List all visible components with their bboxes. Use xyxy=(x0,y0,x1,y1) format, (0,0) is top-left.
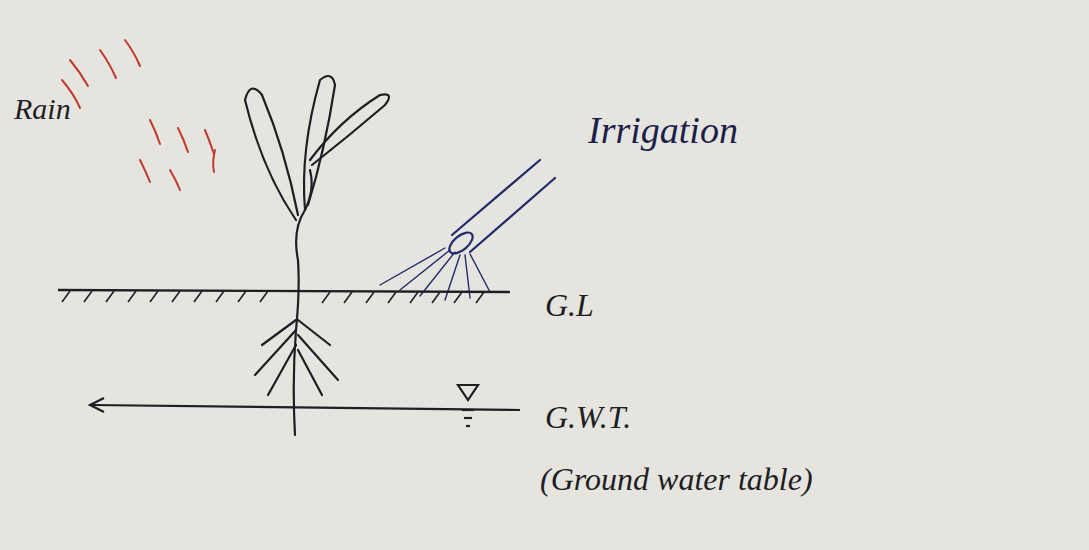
plant xyxy=(245,76,389,435)
water-table-note: (Ground water table) xyxy=(540,462,813,497)
water-table-line xyxy=(90,385,520,426)
rain-label: Rain xyxy=(14,92,71,125)
water-table-label: G.W.T. xyxy=(545,400,631,435)
ground-line xyxy=(58,290,510,303)
rain-strokes xyxy=(62,40,215,190)
irrigation-label: Irrigation xyxy=(588,110,738,152)
ground-level-label: G.L xyxy=(545,288,594,323)
irrigation-pipe xyxy=(380,160,555,300)
